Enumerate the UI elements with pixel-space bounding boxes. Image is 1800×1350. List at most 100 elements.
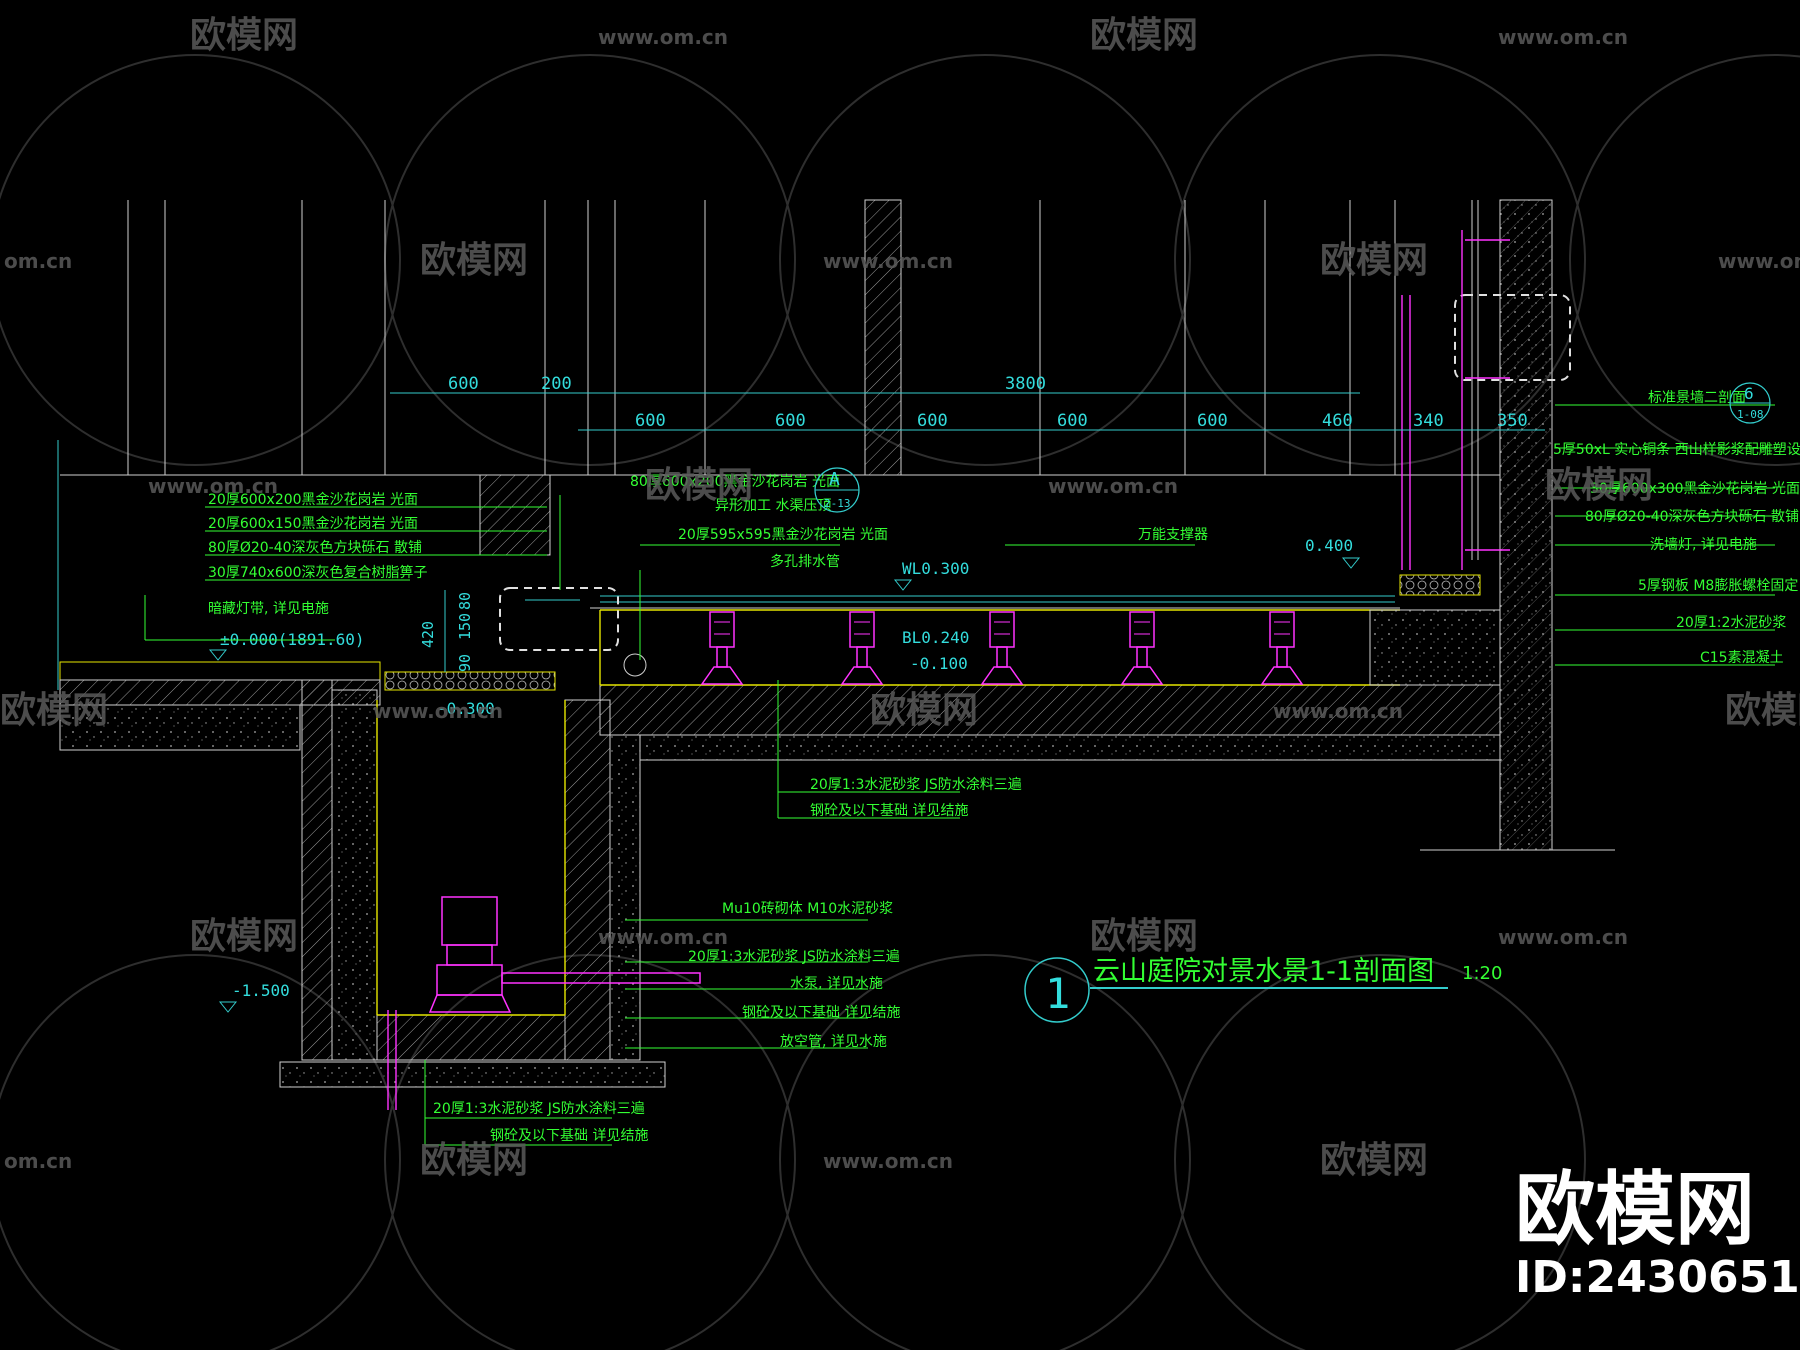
notes-left: 20厚600x200黑金沙花岗岩 光面 20厚600x150黑金沙花岗岩 光面 … <box>208 492 428 617</box>
dim-top-3800: 3800 <box>1005 374 1046 394</box>
note-pit-bottom-2: 钢砼及以下基础 详见结施 <box>490 1127 648 1144</box>
note-left-3: 80厚Ø20-40深灰色方块砾石 散铺 <box>208 539 422 556</box>
note-right-6: 5厚钢板 M8膨胀螺栓固定 <box>1638 577 1798 594</box>
dim-row2-2: 600 <box>775 411 806 431</box>
pedestal <box>1260 611 1304 685</box>
brand-id: ID:2430651 <box>1515 1252 1800 1303</box>
wm-url: www.om.cn <box>823 249 953 273</box>
dimension-labels: 600 200 3800 600 600 600 600 600 460 340… <box>419 374 1528 672</box>
dim-row2-6: 460 <box>1322 411 1353 431</box>
wm-brand: 欧模网 <box>0 690 108 731</box>
note-left-4: 30厚740x600深灰色复合树脂箅子 <box>208 564 428 581</box>
water-pump <box>387 896 701 1110</box>
dim-top-600: 600 <box>448 374 479 394</box>
pump-pit <box>279 679 666 1088</box>
pedestal <box>1120 611 1164 685</box>
note-left-2: 20厚600x150黑金沙花岗岩 光面 <box>208 516 418 532</box>
elev-minus-0300: -0.300 <box>437 699 495 718</box>
pedestal <box>980 611 1024 685</box>
detail-callout-a: A 2-13 <box>814 467 860 513</box>
wm-brand: 欧模网 <box>420 240 528 281</box>
wm-url: www.om.cn <box>148 474 278 498</box>
wm-brand: 欧模网 <box>645 465 753 506</box>
wm-url-short: om.cn <box>4 1149 72 1173</box>
wm-url: www.om.cn <box>1048 474 1178 498</box>
note-left-1: 20厚600x200黑金沙花岗岩 光面 <box>208 492 418 508</box>
wm-url: www.om.cn <box>1718 249 1800 273</box>
pool-structure <box>590 574 1501 761</box>
dim-top-200: 200 <box>541 374 572 394</box>
drawing-title-block: 1 云山庭院对景水景1-1剖面图 1:20 <box>1024 956 1502 1023</box>
note-center-3: 20厚595x595黑金沙花岗岩 光面 <box>678 527 888 543</box>
wm-brand: 欧模网 <box>190 15 298 56</box>
dim-row2-4: 600 <box>1057 411 1088 431</box>
background-elevation-lines <box>60 199 1500 476</box>
wm-url: www.om.cn <box>373 699 503 723</box>
dim-row2-3: 600 <box>917 411 948 431</box>
note-right-4: 80厚Ø20-40深灰色方块砾石 散铺 <box>1585 508 1799 525</box>
wm-url: www.om.cn <box>598 925 728 949</box>
wm-url: www.om.cn <box>823 1149 953 1173</box>
wm-url: www.om.cn <box>1273 699 1403 723</box>
wm-url-short: om.cn <box>4 249 72 273</box>
wm-url: www.om.cn <box>1498 925 1628 949</box>
note-bottom-1: 20厚1:3水泥砂浆 JS防水涂料三遍 <box>810 777 1022 793</box>
watermark-text: 欧模网 www.om.cn 欧模网 www.om.cn om.cn 欧模网 ww… <box>0 15 1800 1181</box>
notes-pit: Mu10砖砌体 M10水泥砂浆 20厚1:3水泥砂浆 JS防水涂料三遍 水泵, … <box>688 901 900 1050</box>
elev-bl: BL0.240 <box>902 628 969 647</box>
dim-row2-1: 600 <box>635 411 666 431</box>
note-right-7: 20厚1:2水泥砂浆 <box>1676 615 1786 631</box>
note-left-5: 暗藏灯带, 详见电施 <box>208 601 329 617</box>
drawing-scale: 1:20 <box>1462 963 1502 984</box>
note-pit-4: 钢砼及以下基础 详见结施 <box>742 1004 900 1021</box>
callout-a-letter: A <box>829 469 840 490</box>
note-right-3: 30厚600x300黑金沙花岗岩 光面 <box>1590 481 1800 497</box>
callout-6-number: 6 <box>1744 384 1754 403</box>
dim-vert-90: 90 <box>456 654 474 672</box>
dim-vert-420: 420 <box>419 621 437 648</box>
wm-brand: 欧模网 <box>870 690 978 731</box>
note-right-8: C15素混凝土 <box>1700 650 1784 666</box>
note-center-4: 多孔排水管 <box>770 553 840 570</box>
wm-url: www.om.cn <box>598 25 728 49</box>
notes-bottom: 20厚1:3水泥砂浆 JS防水涂料三遍 钢砼及以下基础 详见结施 <box>810 777 1022 819</box>
notes-right: 标准景墙二剖面 5厚50xL 实心铜条 西山样影浆配雕塑设计 30厚600x30… <box>1553 390 1800 666</box>
adjustable-pedestals <box>700 611 1304 685</box>
detail-callout-6: 6 1-08 <box>1729 382 1771 424</box>
brand-badge: 欧模网 ID:2430651 <box>1515 1163 1800 1303</box>
dim-row2-5: 600 <box>1197 411 1228 431</box>
notes-center: 80厚600x200黑金沙花岗岩 光面 异形加工 水渠压顶 20厚595x595… <box>630 474 1208 570</box>
note-pit-1: Mu10砖砌体 M10水泥砂浆 <box>722 901 893 917</box>
dim-row2-8: 350 <box>1497 411 1528 431</box>
callout-6-ref: 1-08 <box>1737 408 1764 421</box>
elev-minus-1500: -1.500 <box>232 981 290 1000</box>
note-pit-bottom-1: 20厚1:3水泥砂浆 JS防水涂料三遍 <box>433 1101 645 1117</box>
note-right-1: 标准景墙二剖面 <box>1648 390 1746 406</box>
wm-brand: 欧模网 <box>1545 465 1653 506</box>
wm-brand: 欧模网 <box>1090 15 1198 56</box>
elev-minus-0100: -0.100 <box>910 654 968 673</box>
note-right-5: 洗墙灯, 详见电施 <box>1650 537 1757 553</box>
leader-lines <box>144 404 1775 1146</box>
brand-logo-text: 欧模网 <box>1515 1163 1755 1256</box>
wm-brand: 欧模网 <box>190 916 298 957</box>
note-pit-2: 20厚1:3水泥砂浆 JS防水涂料三遍 <box>688 949 900 965</box>
dim-vert-150: 150 <box>456 613 474 640</box>
wm-brand: 欧模网 <box>1320 1140 1428 1181</box>
wm-url: www.om.cn <box>1498 25 1628 49</box>
section-number: 1 <box>1045 969 1070 1018</box>
note-bottom-2: 钢砼及以下基础 详见结施 <box>810 802 968 819</box>
wm-brand: 欧模网 <box>1725 690 1800 731</box>
pedestal <box>840 611 884 685</box>
dimension-lines <box>57 392 1545 690</box>
note-pit-3: 水泵, 详见水施 <box>790 976 883 992</box>
wm-brand: 欧模网 <box>1320 240 1428 281</box>
elev-0400: 0.400 <box>1305 536 1353 555</box>
notes-pit-bottom: 20厚1:3水泥砂浆 JS防水涂料三遍 钢砼及以下基础 详见结施 <box>433 1101 648 1144</box>
note-pit-5: 放空管, 详见水施 <box>780 1034 887 1050</box>
pedestal <box>700 611 744 685</box>
right-feature-wall <box>1401 199 1615 851</box>
drawing-title: 云山庭院对景水景1-1剖面图 <box>1093 956 1434 987</box>
callout-a-ref: 2-13 <box>824 497 851 510</box>
